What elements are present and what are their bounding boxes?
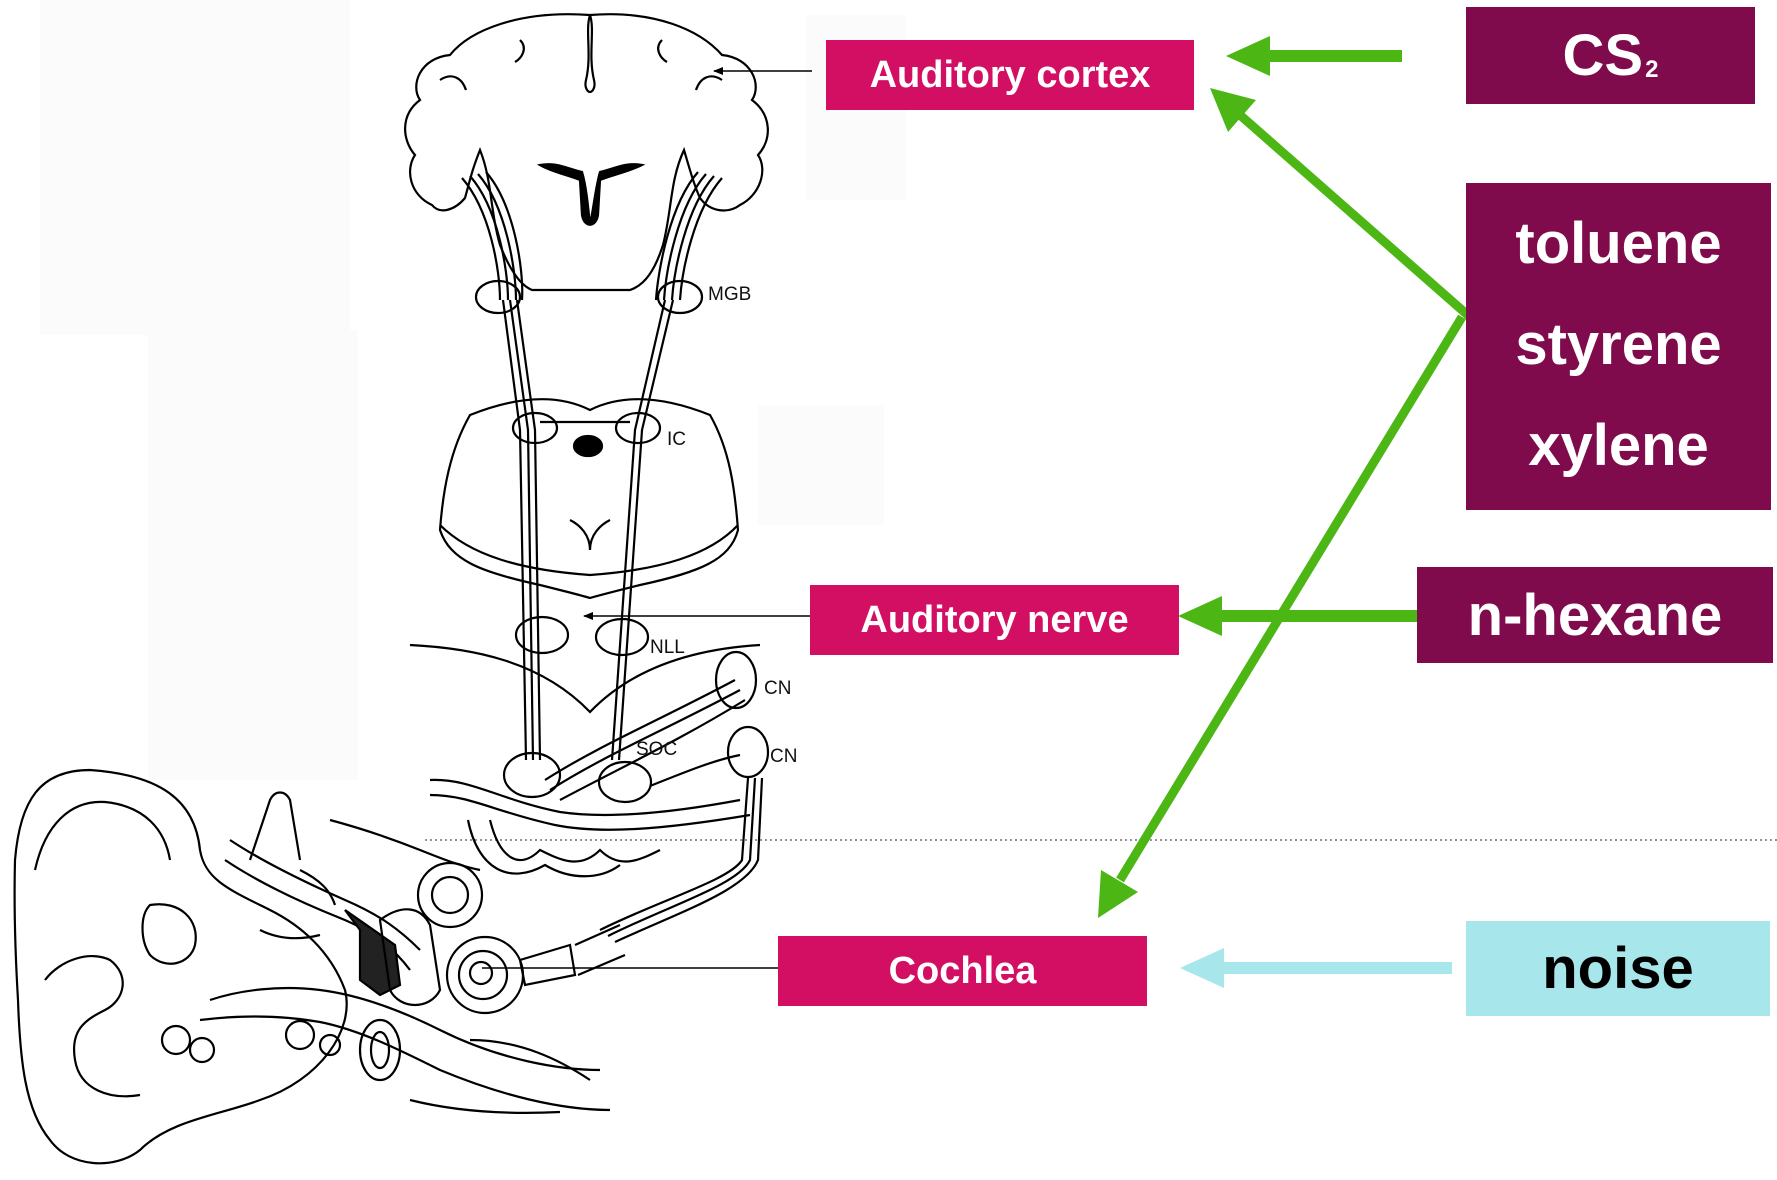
solvent-styrene: styrene xyxy=(1515,310,1721,380)
ear-drawing xyxy=(15,770,625,1163)
label-nll: NLL xyxy=(650,637,685,658)
noise-label: noise xyxy=(1542,935,1694,1002)
background-panel xyxy=(40,0,350,335)
auditory-cortex-label: Auditory cortex xyxy=(870,54,1151,97)
arrow-solvents-to-cortex xyxy=(1240,115,1479,325)
solvents-box: toluene styrene xylene xyxy=(1466,183,1771,510)
arrow-noise-head xyxy=(1180,948,1224,988)
chemical-arrows xyxy=(1098,36,1479,918)
cochlea-label: Cochlea xyxy=(889,950,1037,993)
noise-box: noise xyxy=(1466,921,1770,1016)
cochlea-box: Cochlea xyxy=(778,936,1147,1006)
label-cn-lower: CN xyxy=(770,746,797,767)
arrow-hexane-head xyxy=(1178,596,1222,636)
label-mgb: MGB xyxy=(708,284,751,305)
cs2-main-text: CS xyxy=(1563,23,1644,88)
label-cn-upper: CN xyxy=(764,678,791,699)
cs2-label: CS2 xyxy=(1563,22,1659,89)
arrow-cs2-head xyxy=(1226,36,1270,76)
background-panel xyxy=(148,330,358,780)
auditory-cortex-box: Auditory cortex xyxy=(826,40,1194,110)
label-soc: SOC xyxy=(636,739,677,760)
hexane-box: n-hexane xyxy=(1417,567,1773,663)
hexane-label: n-hexane xyxy=(1468,582,1723,649)
cs2-box: CS2 xyxy=(1466,7,1755,104)
cs2-subscript: 2 xyxy=(1645,56,1658,83)
solvent-xylene: xylene xyxy=(1528,411,1709,481)
solvent-toluene: toluene xyxy=(1515,209,1721,279)
auditory-nerve-label: Auditory nerve xyxy=(860,599,1128,642)
auditory-nerve-box: Auditory nerve xyxy=(810,585,1179,655)
brain-drawing xyxy=(405,14,768,942)
background-panel xyxy=(758,405,884,525)
label-ic: IC xyxy=(667,429,686,450)
